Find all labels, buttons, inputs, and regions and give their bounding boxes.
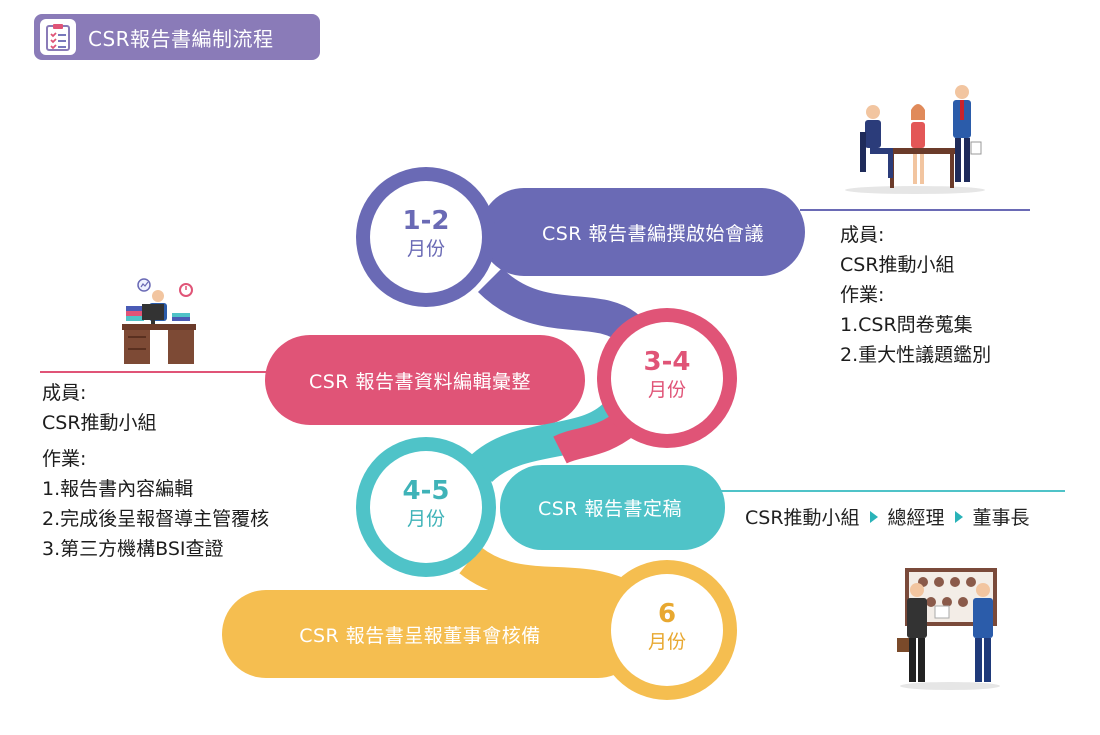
step-4-period-num: 6 — [657, 599, 677, 629]
approval-chain: CSR推動小組 總經理 董事長 — [745, 503, 1030, 530]
member-name: CSR推動小組 — [42, 412, 157, 434]
curve-1-2 — [477, 267, 643, 344]
step-4-period-unit: 月份 — [647, 631, 686, 653]
member-name: CSR推動小組 — [840, 254, 955, 276]
page-title: CSR報告書編制流程 — [88, 26, 274, 51]
step-2-pill — [265, 335, 585, 425]
step-4-circle — [611, 574, 723, 686]
approval-chain-item: 董事長 — [972, 507, 1030, 529]
step-1-period-num: 1-2 — [402, 206, 450, 236]
checklist-icon — [40, 19, 76, 55]
arrow-right-icon — [954, 510, 963, 523]
step-3-pill — [500, 465, 725, 550]
member-label: 成員: — [840, 224, 885, 246]
office-desk-icon — [122, 278, 196, 364]
step-2-label: CSR 報告書資料編輯彙整 — [308, 370, 532, 393]
step-2-period-num: 3-4 — [643, 347, 691, 377]
step-3-period-unit: 月份 — [406, 508, 445, 530]
step-1-pill — [480, 188, 805, 276]
step-2-period: 3-4 月份 — [612, 347, 722, 403]
title-bar: CSR報告書編制流程 — [34, 14, 320, 60]
step-3-period-num: 4-5 — [402, 476, 450, 506]
step-1-period-unit: 月份 — [406, 238, 445, 260]
task-item: 2.重大性議題鑑別 — [840, 344, 992, 366]
approval-chain-item: CSR推動小組 — [745, 507, 860, 529]
meeting-people-icon — [845, 85, 985, 194]
arrow-right-icon — [869, 510, 878, 523]
task-label: 作業: — [42, 448, 87, 470]
task-item: 3.第三方機構BSI查證 — [42, 538, 224, 560]
approval-chain-item: 總經理 — [887, 507, 945, 529]
presentation-people-icon — [897, 568, 1000, 690]
step-3-label: CSR 報告書定稿 — [537, 498, 683, 520]
step-4-period: 6 月份 — [612, 599, 722, 655]
task-item: 1.CSR問卷蒐集 — [840, 314, 973, 336]
task-item: 2.完成後呈報督導主管覆核 — [42, 508, 270, 530]
step-1-label: CSR 報告書編撰啟始會議 — [541, 222, 765, 245]
task-item: 1.報告書內容編輯 — [42, 478, 194, 500]
member-label: 成員: — [42, 382, 87, 404]
step-2-circle — [611, 322, 723, 434]
step-2-period-unit: 月份 — [647, 379, 686, 401]
step-4-label: CSR 報告書呈報董事會核備 — [299, 624, 541, 647]
info-block-step-2: 成員: CSR推動小組 作業: 1.報告書內容編輯 2.完成後呈報督導主管覆核 … — [42, 378, 269, 564]
step-3-period: 4-5 月份 — [371, 476, 481, 532]
step-1-period: 1-2 月份 — [371, 206, 481, 262]
info-block-step-1: 成員: CSR推動小組 作業: 1.CSR問卷蒐集 2.重大性議題鑑別 — [840, 220, 991, 370]
step-1-circle — [370, 181, 482, 293]
task-label: 作業: — [840, 284, 885, 306]
step-3-circle — [370, 451, 482, 563]
step-4-pill — [222, 590, 642, 678]
